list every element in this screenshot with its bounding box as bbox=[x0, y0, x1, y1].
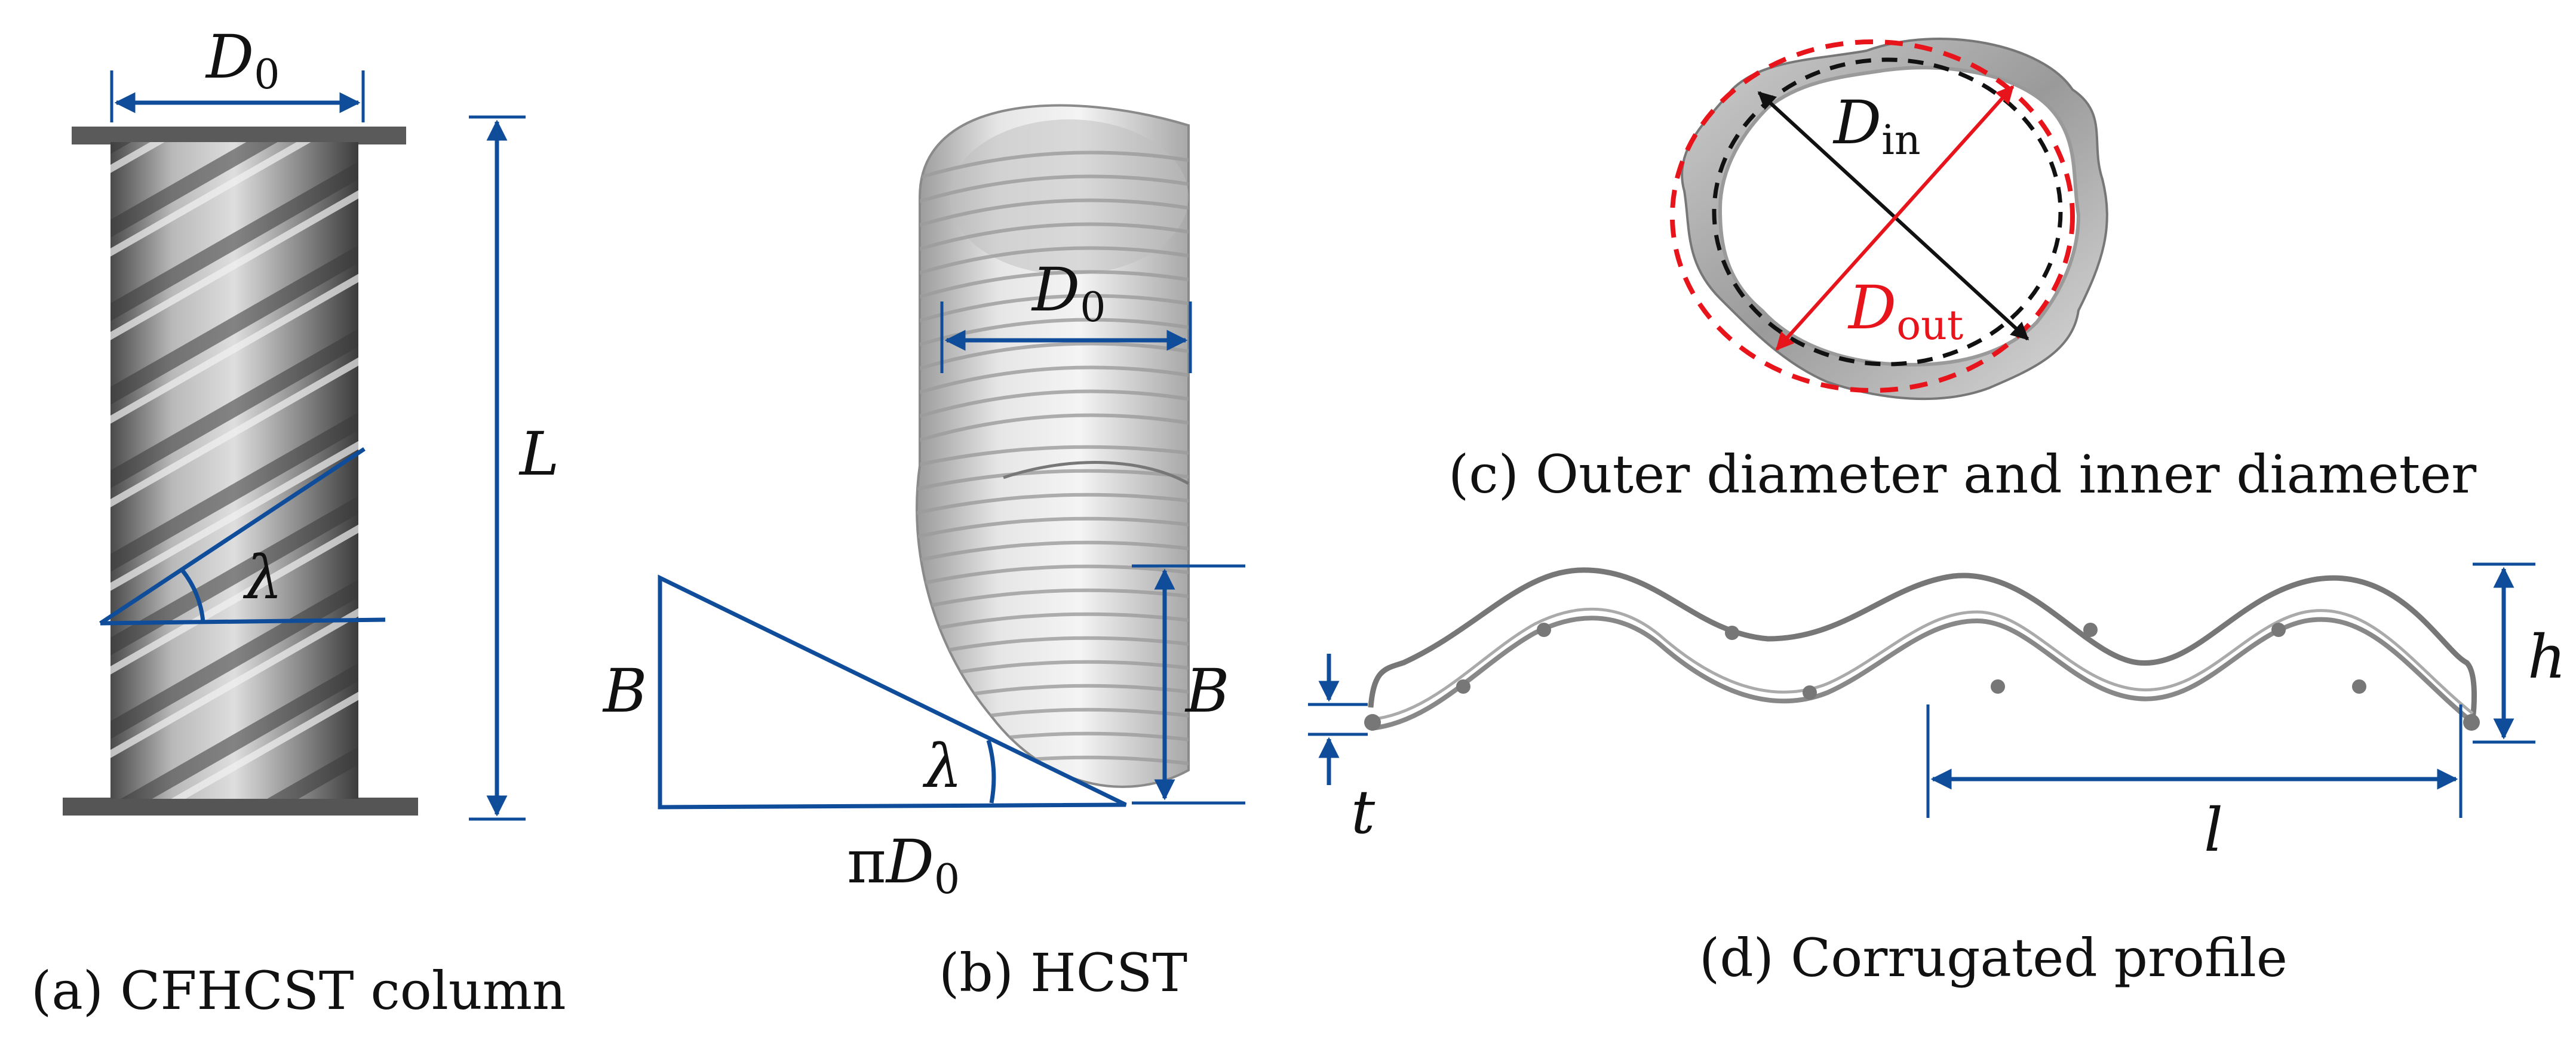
l-label: L bbox=[518, 419, 559, 489]
cfhcst-column-graphic bbox=[63, 127, 418, 816]
t-label: t bbox=[1351, 777, 1375, 847]
lambda-label: λ bbox=[242, 543, 283, 613]
caption-a: (a) CFHCST column bbox=[31, 960, 566, 1021]
inner-diameter-circle bbox=[1712, 57, 2063, 367]
horizontal-reference-line bbox=[100, 617, 386, 626]
helix-angle-line bbox=[99, 447, 366, 625]
panel-d: h t l (d) Corrugated profile bbox=[1308, 562, 2566, 989]
din-label: Din bbox=[1832, 88, 1921, 164]
b-right-label: B bbox=[1184, 656, 1230, 726]
pi-d0-label: πD0 bbox=[847, 827, 960, 903]
lambda-angle-arc bbox=[180, 568, 205, 623]
caption-d: (d) Corrugated profile bbox=[1699, 927, 2288, 989]
top-plate bbox=[72, 127, 406, 144]
b-lambda-arc bbox=[986, 740, 996, 804]
unrolled-triangle bbox=[658, 574, 1127, 810]
caption-c: (c) Outer diameter and inner diameter bbox=[1448, 444, 2477, 505]
corrugated-profile-graphic bbox=[1364, 567, 2480, 731]
hcst-tube-graphic bbox=[916, 104, 1190, 788]
h-label: h bbox=[2528, 622, 2566, 692]
outer-diameter-circle bbox=[1670, 39, 2075, 393]
b-d0-label: D0 bbox=[1031, 255, 1106, 331]
b-lambda-label: λ bbox=[922, 731, 962, 801]
dout-label: Dout bbox=[1847, 273, 1963, 349]
b-left-label: B bbox=[602, 656, 647, 726]
caption-b: (b) HCST bbox=[939, 942, 1187, 1004]
helical-ribs bbox=[110, 142, 358, 799]
panel-b: D0 B B λ πD0 (b) HCST bbox=[602, 104, 1245, 1004]
panel-a: D0 L λ (a) CFHCST column bbox=[31, 22, 566, 1021]
outer-diameter-arrow bbox=[1775, 85, 2015, 351]
panel-c: Din Dout (c) Outer diameter and inner di… bbox=[1448, 38, 2477, 505]
d0-label: D0 bbox=[205, 22, 280, 99]
l-label: l bbox=[2204, 795, 2223, 865]
bottom-plate bbox=[63, 798, 418, 816]
